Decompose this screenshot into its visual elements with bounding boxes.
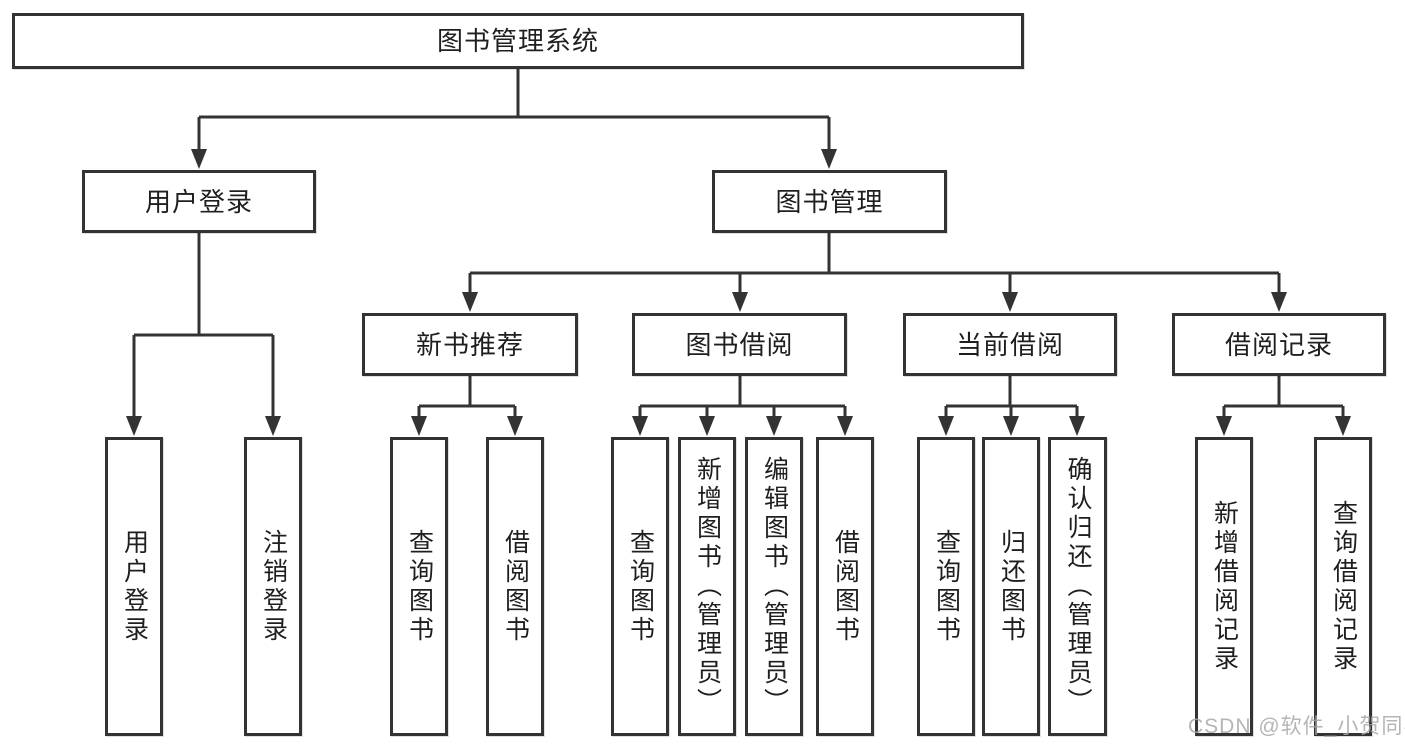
leaf-query-borrow-record: 查询借阅记录	[1314, 437, 1372, 736]
node-book-management: 图书管理	[712, 170, 947, 233]
node-label: 注销登录	[259, 528, 288, 645]
leaf-borrow-books: 借阅图书	[816, 437, 874, 736]
node-label: 确认归还（管理员）	[1064, 456, 1092, 717]
node-label: 查询图书	[405, 528, 434, 645]
leaf-confirm-return-admin: 确认归还（管理员）	[1048, 437, 1107, 736]
node-label: 图书管理系统	[436, 26, 599, 56]
node-current-borrowing: 当前借阅	[903, 313, 1117, 376]
node-label: 借阅记录	[1224, 329, 1333, 360]
node-new-book-recommend: 新书推荐	[362, 313, 578, 376]
node-label: 借阅图书	[501, 528, 530, 645]
leaf-query-books-current: 查询图书	[917, 437, 975, 736]
watermark-text: CSDN @软件_小贺同学	[1188, 715, 1405, 738]
leaf-return-book: 归还图书	[982, 437, 1040, 736]
node-label: 查询图书	[626, 528, 655, 645]
node-label: 用户登录	[120, 528, 149, 645]
leaf-user-login: 用户登录	[105, 437, 163, 736]
node-user-login: 用户登录	[82, 170, 316, 233]
node-label: 借阅图书	[831, 528, 860, 645]
node-label: 归还图书	[997, 528, 1026, 645]
leaf-query-books-recommend: 查询图书	[390, 437, 448, 736]
node-book-borrowing: 图书借阅	[632, 313, 847, 376]
leaf-add-borrow-record: 新增借阅记录	[1195, 437, 1253, 736]
node-label: 图书借阅	[685, 329, 794, 360]
leaf-query-books-borrow: 查询图书	[611, 437, 669, 736]
node-label: 编辑图书（管理员）	[760, 456, 789, 717]
leaf-add-book-admin: 新增图书（管理员）	[678, 437, 736, 736]
node-label: 当前借阅	[955, 329, 1064, 360]
node-label: 查询图书	[932, 528, 961, 645]
node-label: 用户登录	[144, 186, 253, 217]
node-label: 图书管理	[775, 186, 884, 217]
node-label: 查询借阅记录	[1329, 499, 1358, 674]
node-borrowing-records: 借阅记录	[1172, 313, 1386, 376]
node-label: 新增图书（管理员）	[693, 456, 722, 717]
leaf-logout: 注销登录	[244, 437, 302, 736]
node-label: 新增借阅记录	[1210, 499, 1239, 674]
leaf-edit-book-admin: 编辑图书（管理员）	[745, 437, 803, 736]
node-label: 新书推荐	[415, 329, 524, 360]
node-library-management-system: 图书管理系统	[12, 13, 1024, 69]
leaf-borrow-books-recommend: 借阅图书	[486, 437, 544, 736]
